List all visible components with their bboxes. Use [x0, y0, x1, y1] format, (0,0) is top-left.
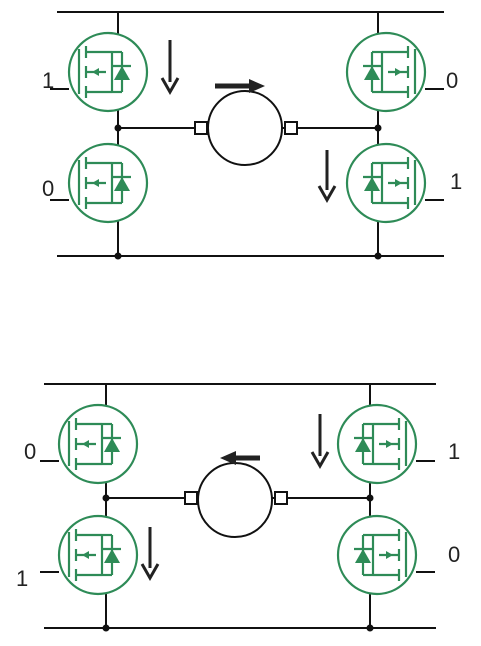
direction-arrow-icon — [249, 79, 265, 93]
down-arrow-icon — [317, 185, 337, 204]
junction-dot — [374, 124, 382, 132]
dc-motor-icon — [197, 462, 273, 538]
gate-input-tl-label: 1 — [42, 68, 54, 93]
gate-input-tl-label: 0 — [24, 439, 36, 464]
down-arrow-icon — [160, 77, 180, 96]
gate-input-bl-label: 1 — [16, 566, 28, 591]
dc-motor-icon — [207, 90, 283, 166]
down-arrow-icon — [140, 563, 160, 582]
motor-terminal-left — [184, 491, 198, 505]
junction-dot — [114, 252, 122, 260]
h-bridge-reverse: 0 1 1 0 — [16, 383, 460, 632]
motor-terminal-right — [284, 121, 298, 135]
down-arrow-icon — [310, 451, 330, 470]
motor-terminal-left — [194, 121, 208, 135]
h-bridge-forward: 1 0 0 1 — [42, 11, 462, 260]
gate-input-br-label: 0 — [448, 542, 460, 567]
junction-dot — [374, 252, 382, 260]
junction-dot — [102, 624, 110, 632]
junction-dot — [114, 124, 122, 132]
junction-dot — [366, 494, 374, 502]
direction-arrow-icon — [220, 451, 236, 465]
gate-input-tr-label: 1 — [448, 439, 460, 464]
gate-input-br-label: 1 — [450, 169, 462, 194]
motor-terminal-right — [274, 491, 288, 505]
gate-input-bl-label: 0 — [42, 176, 54, 201]
gate-input-tr-label: 0 — [446, 68, 458, 93]
junction-dot — [366, 624, 374, 632]
junction-dot — [102, 494, 110, 502]
